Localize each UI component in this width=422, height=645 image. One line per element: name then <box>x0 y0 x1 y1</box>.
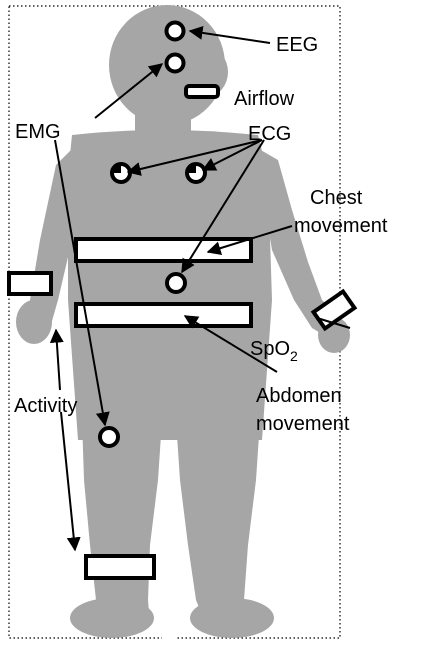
activity-arrow-down <box>61 412 75 550</box>
leg-gap <box>162 450 176 640</box>
airflow-sensor <box>186 86 218 97</box>
emg-leg-electrode <box>100 428 118 446</box>
ecg-electrode-center <box>167 274 185 292</box>
ankle-activity-sensor <box>86 556 154 578</box>
abdomen-label-line1: Abdomen <box>256 385 342 407</box>
activity-arrow-up <box>56 330 60 390</box>
eeg-label: EEG <box>276 34 318 56</box>
abdomen-belt <box>76 304 251 326</box>
eeg-electrode-bottom <box>167 55 184 72</box>
eeg-electrode-top <box>167 23 184 40</box>
ecg-label: ECG <box>248 123 291 145</box>
wrist-activity-sensor-left <box>9 273 51 294</box>
chest-label-line1: Chest <box>310 187 363 209</box>
emg-label: EMG <box>15 121 61 143</box>
spo2-label-subscript: 2 <box>290 348 298 364</box>
spo2-label-main: SpO <box>250 338 290 360</box>
chest-belt <box>76 239 251 261</box>
chest-label-line2: movement <box>294 215 388 237</box>
airflow-label: Airflow <box>234 88 295 110</box>
activity-label: Activity <box>14 395 77 417</box>
abdomen-label-line2: movement <box>256 413 350 435</box>
